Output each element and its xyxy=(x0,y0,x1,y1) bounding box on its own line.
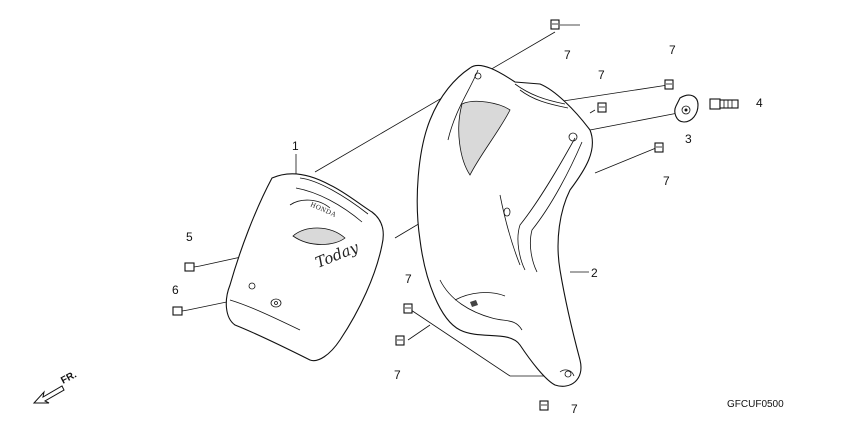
callout-5: 5 xyxy=(186,230,193,244)
front-direction-indicator: FR. xyxy=(32,369,79,404)
screw-5 xyxy=(184,262,201,272)
callout-7-mid-right: 7 xyxy=(598,68,605,82)
front-direction-label: FR. xyxy=(59,369,79,386)
screw-upper-right xyxy=(664,79,674,90)
screw-6 xyxy=(172,306,189,316)
callout-7-lower-left: 7 xyxy=(394,368,401,382)
screw-bottom xyxy=(539,400,549,411)
screw-right xyxy=(654,142,664,153)
screw-mid-right xyxy=(597,102,607,113)
front-arrow-icon xyxy=(32,385,65,404)
callout-6: 6 xyxy=(172,283,179,297)
callout-2: 2 xyxy=(591,266,598,280)
callout-7-right: 7 xyxy=(663,174,670,188)
callout-3: 3 xyxy=(685,132,692,146)
screw-lower-left xyxy=(395,335,405,346)
callout-7-upper-right: 7 xyxy=(669,43,676,57)
callout-7-lower-middle: 7 xyxy=(405,272,412,286)
callout-1: 1 xyxy=(292,139,299,153)
diagram-code: GFCUF0500 xyxy=(727,399,784,410)
screw-top xyxy=(550,19,560,30)
clip-bracket xyxy=(674,94,699,123)
inner-leg-shield xyxy=(416,64,593,387)
callout-7-bottom: 7 xyxy=(571,402,578,416)
bolt xyxy=(709,98,739,110)
callout-4: 4 xyxy=(756,96,763,110)
screw-lower-middle xyxy=(403,303,413,314)
callouts: 1 2 3 4 5 6 7 7 7 7 7 7 7 xyxy=(172,43,763,416)
callout-7-top: 7 xyxy=(564,48,571,62)
front-cover: HONDA Today xyxy=(225,173,384,362)
